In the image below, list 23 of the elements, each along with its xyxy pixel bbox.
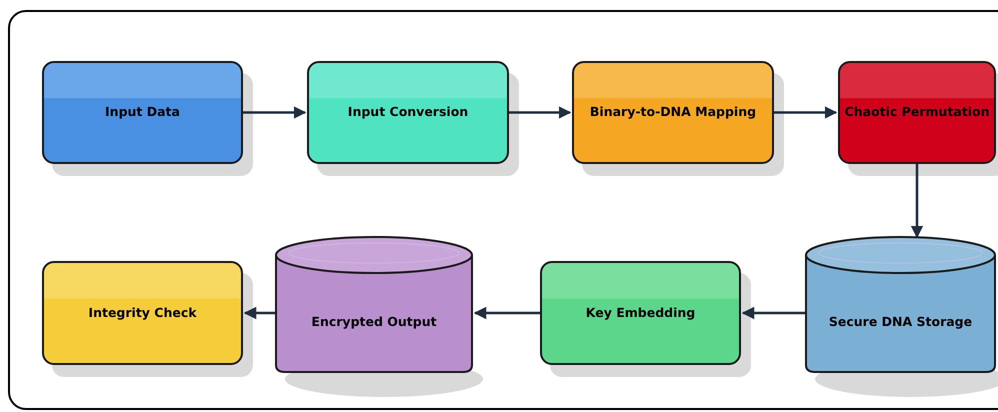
node-label: Secure DNA Storage	[828, 312, 972, 331]
arrow	[509, 106, 572, 119]
node-label: Binary-to-DNA Mapping	[590, 103, 756, 122]
node-label: Input Conversion	[348, 103, 468, 122]
storage-cylinder	[275, 235, 473, 373]
storage-cylinder	[805, 235, 996, 373]
node-label: Chaotic Permutation	[844, 103, 990, 122]
arrow	[243, 106, 306, 119]
arrow	[742, 306, 805, 320]
arrow	[474, 306, 540, 320]
process-box	[540, 261, 741, 365]
process-box	[838, 61, 996, 164]
node-label: Integrity Check	[88, 304, 197, 322]
process-box	[42, 61, 243, 164]
arrow	[910, 164, 924, 238]
arrow	[244, 306, 275, 320]
node-label: Key Embedding	[586, 304, 696, 322]
process-box	[42, 261, 243, 365]
node-label: Input Data	[105, 103, 180, 122]
arrow	[774, 106, 838, 119]
node-label: Encrypted Output	[311, 312, 437, 331]
process-box	[307, 61, 509, 164]
process-box	[572, 61, 774, 164]
